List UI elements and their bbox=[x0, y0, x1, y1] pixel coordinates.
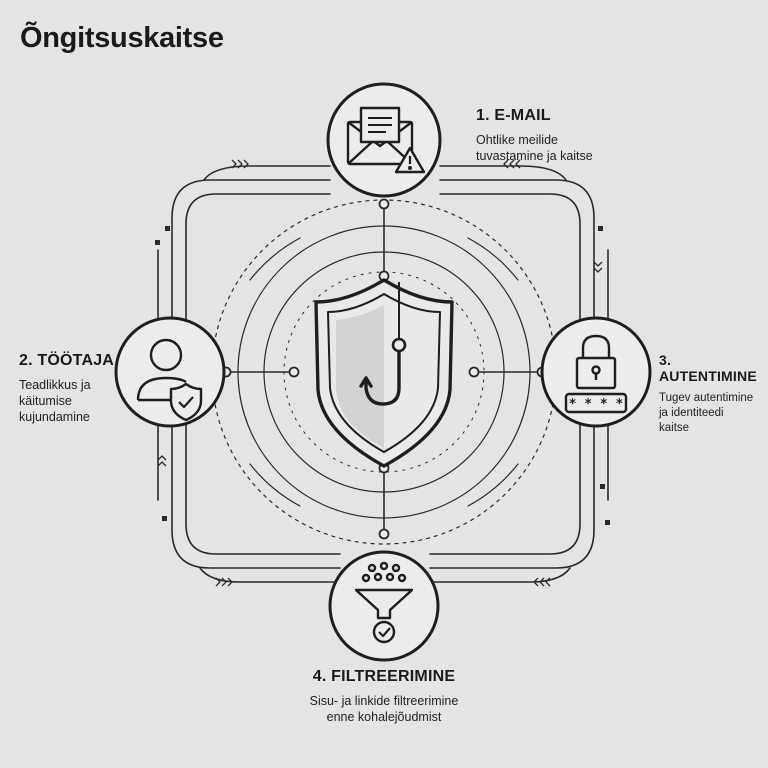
desc-line: ja identiteedi bbox=[659, 407, 724, 419]
step-description: Ohtlike meilide tuvastamine ja kaitse bbox=[476, 132, 593, 164]
page-title: Õngitsuskaitse bbox=[20, 22, 224, 54]
step-employee-label: 2. TÖÖTAJA Teadlikkus ja käitumise kujun… bbox=[19, 352, 114, 425]
step-title: 3. AUTENTIMINE bbox=[659, 352, 757, 384]
trace-squares bbox=[155, 226, 610, 525]
desc-line: Tugev autentimine bbox=[659, 392, 754, 404]
desc-line: Sisu- ja linkide filtreerimine bbox=[309, 694, 459, 708]
connectors bbox=[225, 203, 543, 535]
step-email-label: 1. E-MAIL Ohtlike meilide tuvastamine ja… bbox=[476, 107, 593, 164]
desc-line: käitumise bbox=[19, 394, 72, 408]
desc-line: enne kohalejõudmist bbox=[326, 710, 442, 724]
step-title: 2. TÖÖTAJA bbox=[19, 352, 115, 369]
desc-line: tuvastamine ja kaitse bbox=[476, 149, 593, 163]
employee-node bbox=[114, 316, 226, 428]
desc-line: kujundamine bbox=[19, 410, 90, 424]
step-filtering-label: 4. FILTREERIMINE Sisu- ja linkide filtre… bbox=[234, 668, 534, 725]
step-description: Teadlikkus ja käitumise kujundamine bbox=[19, 377, 114, 425]
shield-hook-icon bbox=[314, 278, 454, 468]
desc-line: Teadlikkus ja bbox=[19, 378, 91, 392]
desc-line: kaitse bbox=[659, 422, 690, 434]
chevron-marks bbox=[157, 159, 603, 587]
funnel-check-icon bbox=[354, 561, 414, 644]
user-shield-icon bbox=[136, 338, 203, 422]
password-mask: * * * * bbox=[569, 397, 624, 412]
padlock-password-icon bbox=[564, 334, 628, 414]
email-node bbox=[326, 82, 442, 198]
step-title: 1. E-MAIL bbox=[476, 107, 551, 124]
step-authentication-label: 3. AUTENTIMINE Tugev autentimine ja iden… bbox=[659, 352, 768, 436]
filtering-node bbox=[328, 550, 440, 662]
envelope-warning-icon bbox=[346, 106, 426, 174]
desc-line: Ohtlike meilide bbox=[476, 133, 558, 147]
step-description: Tugev autentimine ja identiteedi kaitse bbox=[659, 391, 768, 436]
step-title: 4. FILTREERIMINE bbox=[312, 668, 456, 685]
step-description: Sisu- ja linkide filtreerimine enne koha… bbox=[234, 693, 534, 725]
authentication-node bbox=[540, 316, 652, 428]
